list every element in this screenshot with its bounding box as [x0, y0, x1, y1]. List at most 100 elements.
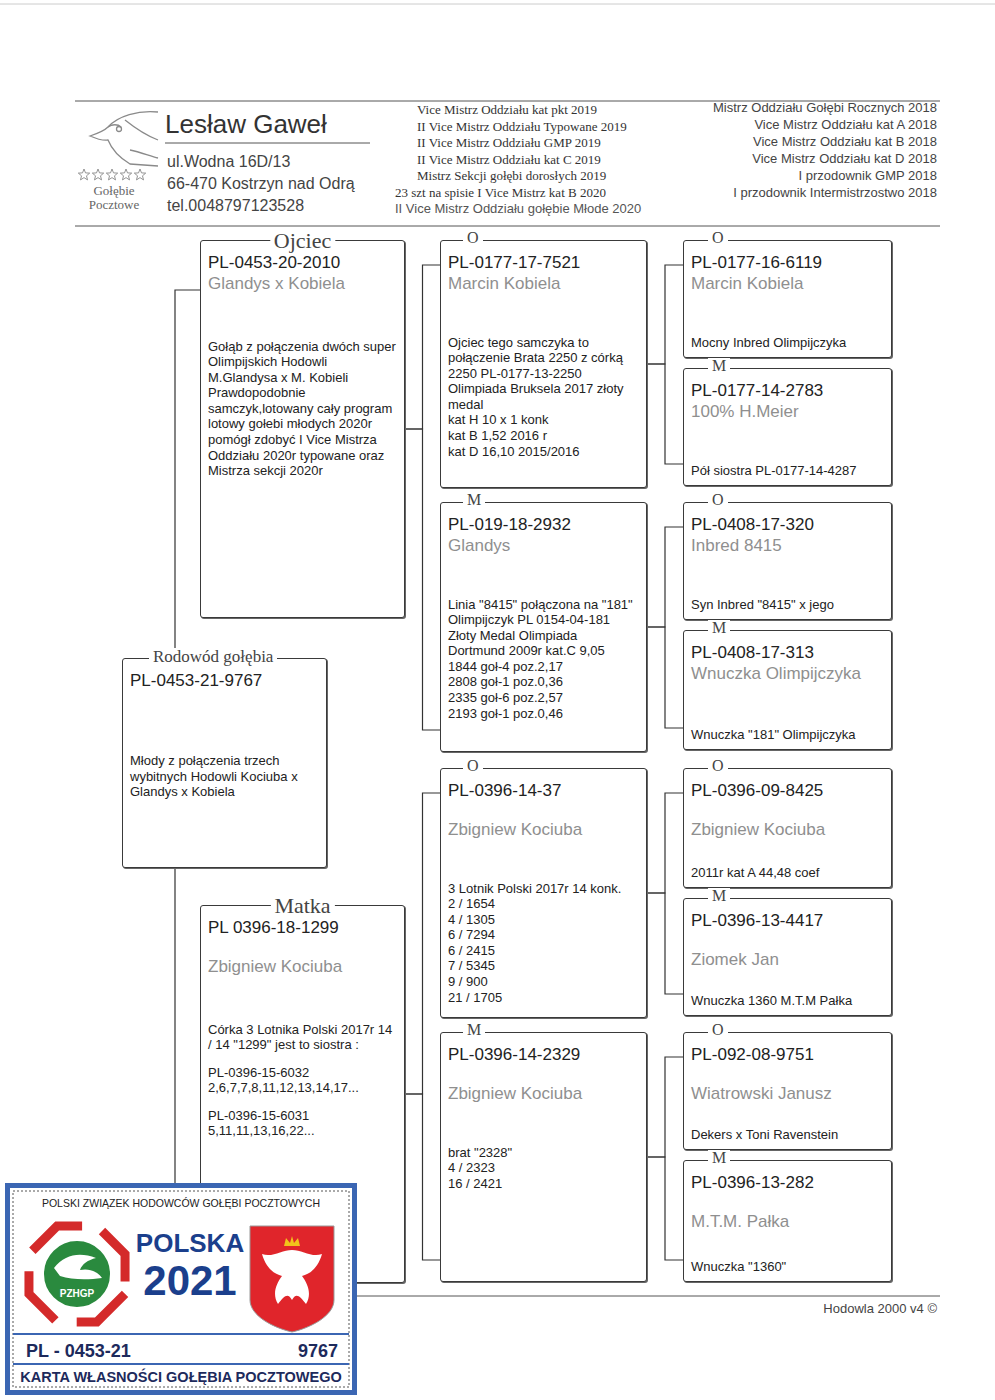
pedigree-box: MPL-0396-13-4417Ziomek JanWnuczka 1360 M…	[683, 898, 892, 1016]
header-text: 66-470 Kostrzyn nad Odrą	[167, 175, 355, 193]
breeder-name: Glandys	[448, 535, 638, 556]
pedigree-box: OjciecPL-0453-20-2010Glandys x KobielaGo…	[200, 240, 405, 618]
ring-number: PL-092-08-9751	[691, 1044, 883, 1065]
pedigree-box: MPL-0396-14-2329Zbigniew Kociubabrat "23…	[440, 1032, 647, 1282]
card-text: PL - 0453-21	[26, 1342, 186, 1360]
pedigree-box: OPL-0177-16-6119Marcin KobielaMocny Inbr…	[683, 240, 892, 358]
pedigree-box: MPL-019-18-2932GlandysLinia "8415" połąc…	[440, 502, 647, 752]
note-text: 4 / 2323	[448, 1160, 638, 1176]
card-text: POLSKI ZWIĄZEK HODOWCÓW GOŁĘBI POCZTOWYC…	[10, 1198, 352, 1209]
pedigree-connector	[647, 265, 683, 364]
box-heading: O	[463, 230, 483, 246]
breeder-name: Zbigniew Kociuba	[448, 819, 638, 840]
star-symbol	[134, 169, 145, 180]
pigeon-head-logo	[90, 112, 158, 166]
note-text: 2011r kat A 44,48 coef	[691, 865, 883, 881]
note-text: 21 / 1705	[448, 990, 638, 1006]
box-heading: O	[708, 230, 728, 246]
note-text: 16 / 2421	[448, 1176, 638, 1192]
note-text: PL-0396-15-6032 2,6,7,7,8,11,12,13,14,17…	[208, 1065, 396, 1096]
breeder-name: Zbigniew Kociuba	[691, 819, 883, 840]
pedigree-box: MPL-0396-13-282M.T.M. PałkaWnuczka "1360…	[683, 1160, 892, 1282]
header-text: II Vice Mistrz Oddziału gołębie Młode 20…	[395, 202, 641, 217]
ring-number: PL-0177-16-6119	[691, 252, 883, 273]
pedigree-connector	[647, 1157, 683, 1260]
note-text: Syn Inbred "8415" x jego	[691, 597, 883, 613]
box-heading: Rodowód gołębia	[149, 648, 277, 665]
note-text: 4 / 1305	[448, 912, 638, 928]
pedigree-connector	[647, 627, 683, 728]
note-text: 2335 goł-6 poz.2,57	[448, 690, 638, 706]
breeder-name: Zbigniew Kociuba	[208, 956, 396, 977]
note-text: brat "2328"	[448, 1145, 638, 1161]
note-text: 6 / 7294	[448, 927, 638, 943]
box-heading: Matka	[270, 895, 334, 917]
box-heading: M	[708, 358, 730, 374]
note-text: Dekers x Toni Ravenstein	[691, 1127, 883, 1143]
box-heading: O	[708, 492, 728, 508]
note-text: Wnuczka "1360"	[691, 1259, 883, 1275]
breeder-name: Marcin Kobiela	[448, 273, 638, 294]
box-heading: O	[708, 1022, 728, 1038]
pedigree-box: Rodowód gołębiaPL-0453-21-9767Młody z po…	[122, 658, 327, 868]
note-text: Linia "8415" połączona na "181" Olimpijc…	[448, 597, 638, 659]
note-text: 7 / 5345	[448, 958, 638, 974]
pedigree-box: OPL-0396-09-8425Zbigniew Kociuba2011r ka…	[683, 768, 892, 888]
pedigree-connector	[647, 893, 683, 994]
note-text: kat D 16,10 2015/2016	[448, 444, 638, 460]
ring-number: PL-0396-13-282	[691, 1172, 883, 1193]
header-text: Hodowla 2000 v4 ©	[823, 1302, 937, 1317]
breeder-name: Zbigniew Kociuba	[448, 1083, 638, 1104]
card-text: 2021	[134, 1260, 246, 1302]
note-text: 2808 goł-1 poz.0,36	[448, 674, 638, 690]
rating-stars	[78, 169, 145, 180]
pedigree-connector	[647, 527, 683, 627]
breeder-name: Ziomek Jan	[691, 949, 883, 970]
pedigree-connector	[405, 429, 440, 730]
note-text: Młody z połączenia trzech wybitnych Hodo…	[130, 753, 318, 800]
note-text: PL-0396-15-6031 5,11,11,13,16,22...	[208, 1108, 396, 1139]
pedigree-box: OPL-0396-14-37Zbigniew Kociuba3 Lotnik P…	[440, 768, 647, 1018]
note-text: kat B 1,52 2016 r	[448, 428, 638, 444]
pedigree-connector	[405, 265, 440, 429]
box-heading: O	[708, 758, 728, 774]
header-text: II Vice Mistrz Oddziału GMP 2019	[417, 136, 601, 151]
header-text: Vice Mistrz Oddziału kat D 2018	[752, 152, 937, 167]
ring-number: PL-0408-17-320	[691, 514, 883, 535]
header-text: I przodownik Intermistrzostwo 2018	[733, 186, 937, 201]
breeder-name: M.T.M. Pałka	[691, 1211, 883, 1232]
card-text: PZHGP	[47, 1289, 107, 1299]
box-heading: Ojciec	[270, 230, 335, 252]
pedigree-box: OPL-092-08-9751Wiatrowski JanuszDekers x…	[683, 1032, 892, 1150]
note-text: Wnuczka 1360 M.T.M Pałka	[691, 993, 883, 1009]
note-text: Wnuczka "181" Olimpijczyka	[691, 727, 883, 743]
pedigree-connector	[647, 793, 683, 893]
note-text: 2 / 1654	[448, 896, 638, 912]
box-heading: M	[708, 888, 730, 904]
note-text: Gołąb z połączenia dwóch super Olimpijsk…	[208, 339, 396, 479]
note-text: 2193 goł-1 poz.0,46	[448, 706, 638, 722]
header-text: Gołębie Pocztowe	[76, 184, 152, 213]
header-text: tel.0048797123528	[167, 197, 304, 215]
header-text: Lesław Gaweł	[165, 110, 327, 140]
header-text: I przodownik GMP 2018	[799, 169, 938, 184]
pedigree-box: OPL-0408-17-320Inbred 8415Syn Inbred "84…	[683, 502, 892, 620]
pedigree-box: MPL-0177-14-2783100% H.MeierPół siostra …	[683, 368, 892, 486]
header-rule	[75, 226, 940, 227]
box-heading: O	[463, 758, 483, 774]
ownership-card: POLSKI ZWIĄZEK HODOWCÓW GOŁĘBI POCZTOWYC…	[5, 1183, 357, 1395]
star-symbol	[92, 169, 103, 180]
note-text: Córka 3 Lotnika Polski 2017r 14 / 14 "12…	[208, 1022, 396, 1053]
note-text: 3 Lotnik Polski 2017r 14 konk.	[448, 881, 638, 897]
header-text: Mistrz Sekcji gołębi dorosłych 2019	[417, 169, 606, 184]
pedigree-connector	[175, 290, 200, 658]
pedigree-connector	[405, 1094, 440, 1260]
header-text: Vice Mistrz Oddziału kat B 2018	[753, 135, 937, 150]
card-text: POLSKA	[134, 1230, 246, 1256]
ring-number: PL-0396-13-4417	[691, 910, 883, 931]
note-text: 1844 goł-4 poz.2,17	[448, 659, 638, 675]
star-symbol	[106, 169, 117, 180]
pedigree-connector	[405, 793, 440, 1094]
note-text: Mocny Inbred Olimpijczyka	[691, 335, 883, 351]
box-heading: M	[463, 1022, 485, 1038]
